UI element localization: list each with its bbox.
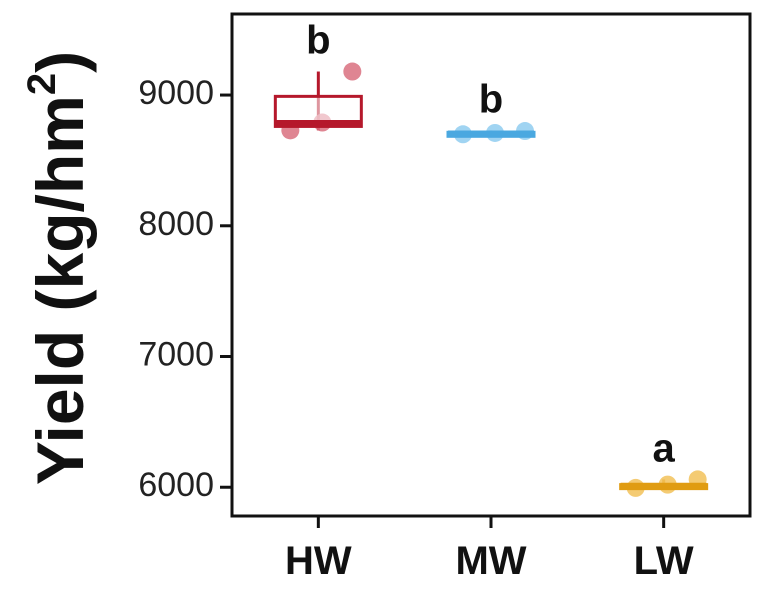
x-tick-label-hw: HW <box>285 539 352 583</box>
data-point-hw <box>343 62 362 81</box>
box-group-hw: b <box>273 19 363 140</box>
significance-label-lw: a <box>653 426 676 470</box>
x-tick-label-mw: MW <box>455 539 526 583</box>
y-tick-label: 8000 <box>138 205 214 243</box>
y-axis-label-close: ) <box>23 51 97 73</box>
box-group-mw: b <box>446 77 536 144</box>
y-tick-label: 6000 <box>138 466 214 504</box>
y-axis-label-main: Yield (kg/hm <box>23 95 97 485</box>
y-axis-label: Yield (kg/hm2) <box>20 51 98 485</box>
box-group-lw: a <box>619 426 709 497</box>
x-axis: HW MW LW <box>285 516 694 583</box>
significance-label-hw: b <box>306 19 330 63</box>
plot-marks: b b a <box>273 19 709 497</box>
x-tick-label-lw: LW <box>634 539 694 583</box>
y-tick-label: 7000 <box>138 335 214 373</box>
y-axis: 6000 7000 8000 9000 <box>138 74 232 504</box>
y-axis-label-sup: 2 <box>20 73 64 95</box>
y-tick-label: 9000 <box>138 74 214 112</box>
significance-label-mw: b <box>479 77 503 121</box>
